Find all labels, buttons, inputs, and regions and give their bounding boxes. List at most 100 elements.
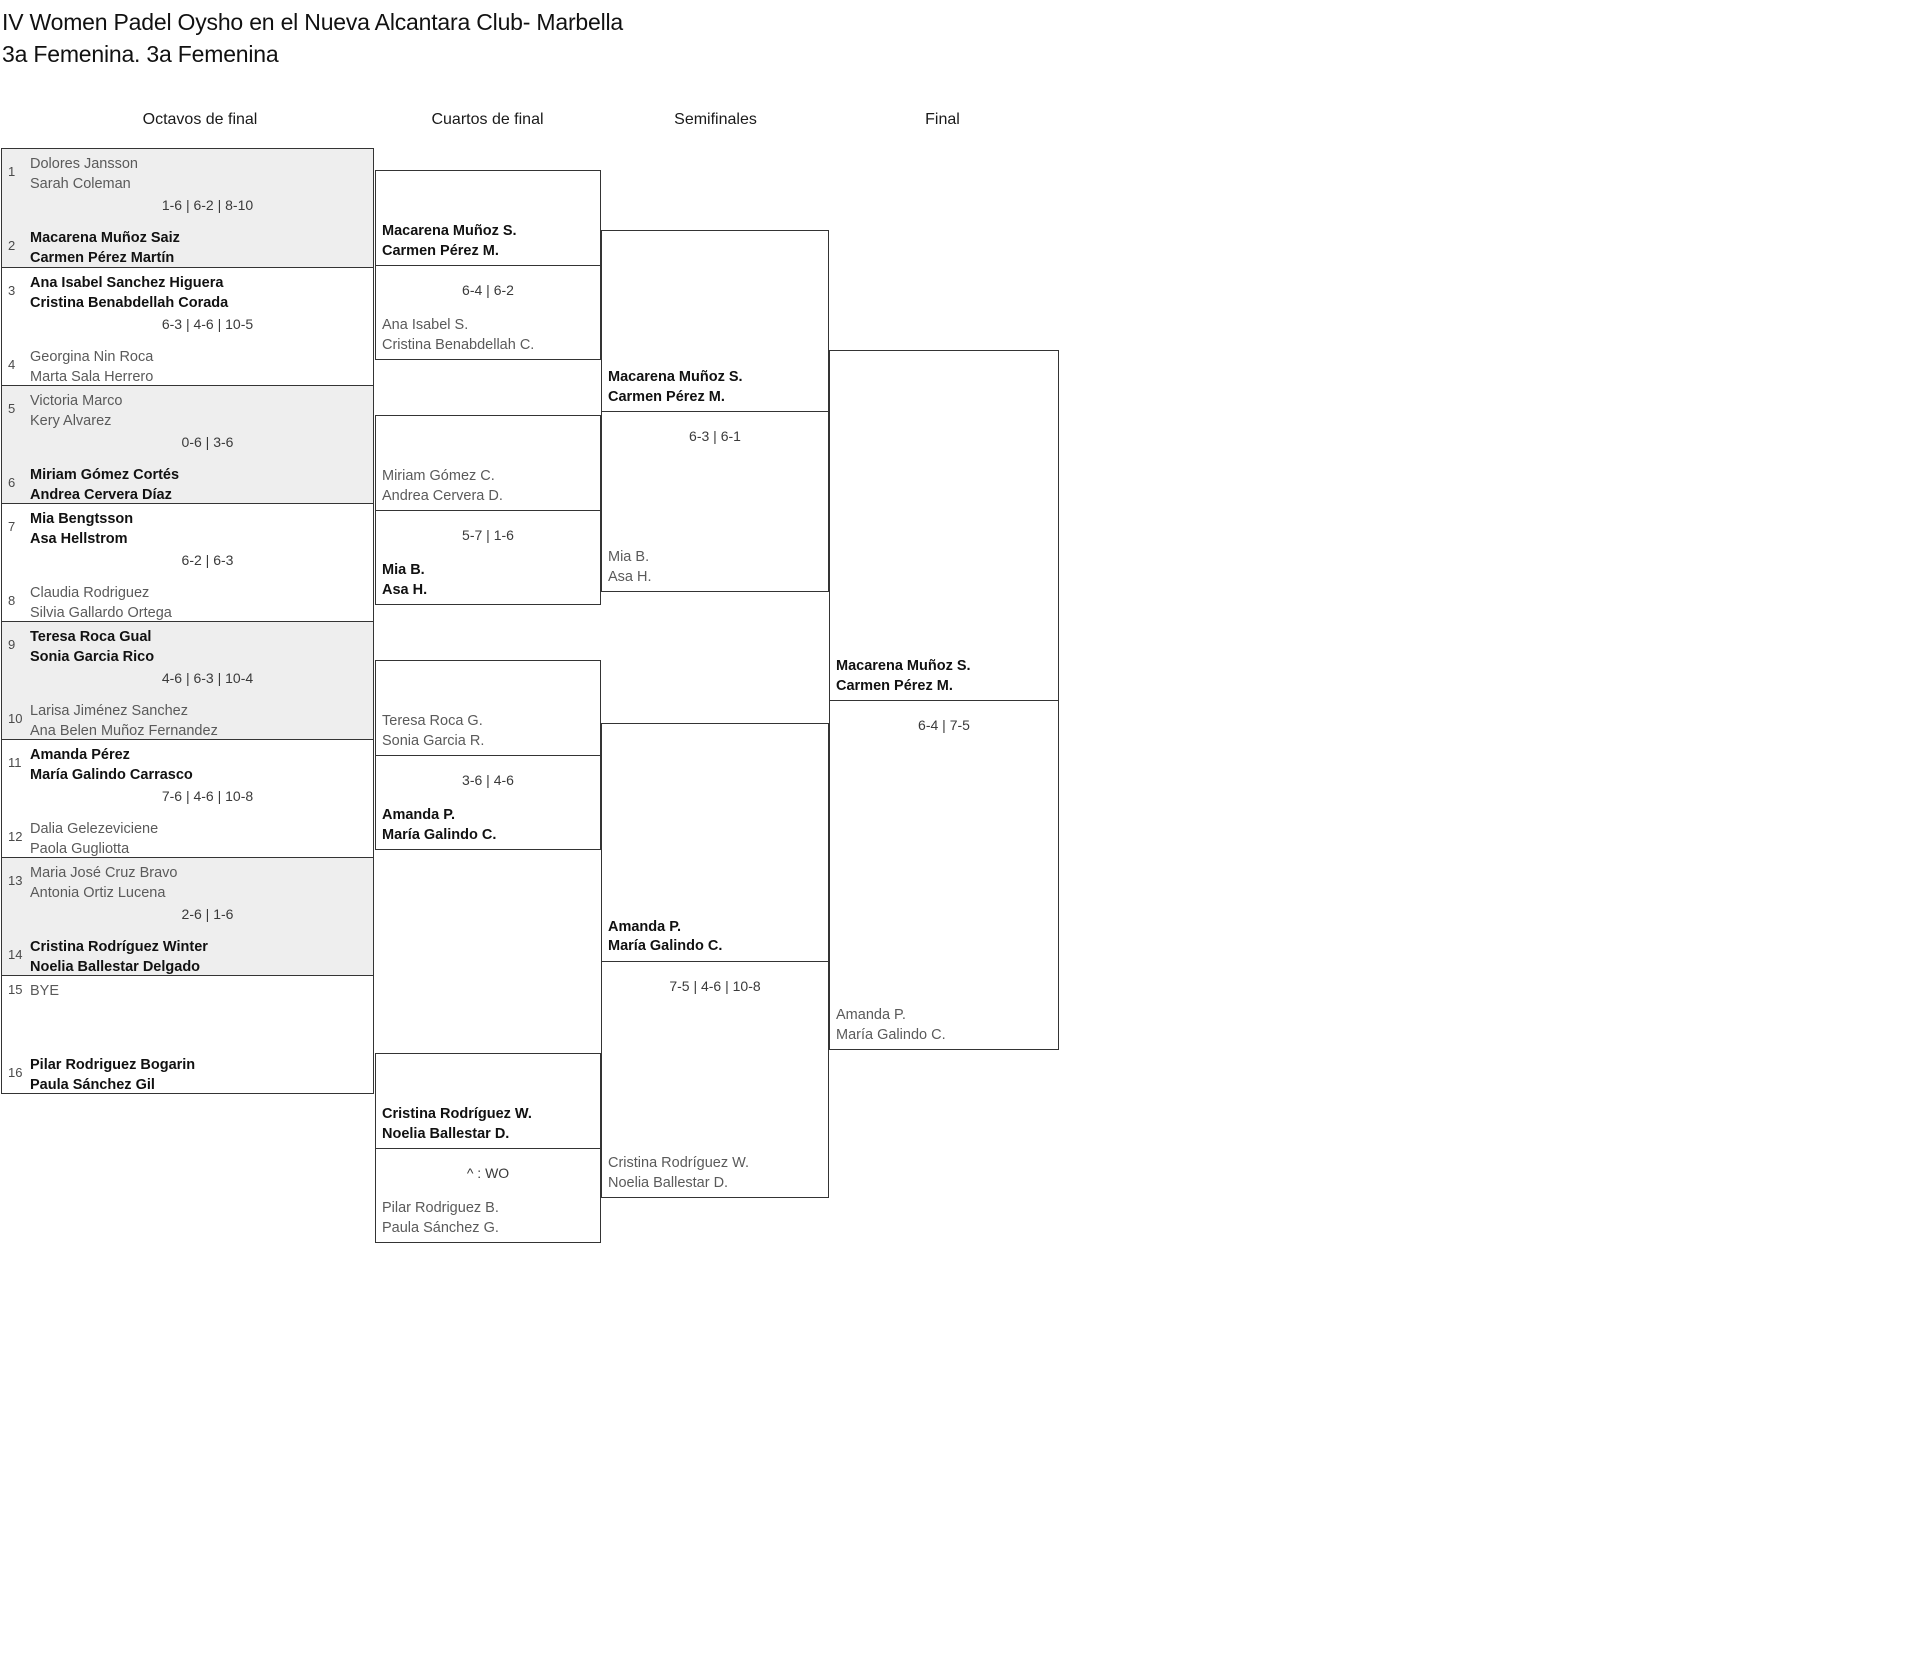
round3-top-slot[interactable]: Macarena Muñoz S. Carmen Pérez M. bbox=[602, 231, 828, 412]
player-name: Miriam Gómez C. bbox=[382, 468, 495, 484]
player-name: Macarena Muñoz S. bbox=[608, 369, 743, 385]
player-name: Georgina Nin Roca bbox=[30, 349, 154, 365]
player-name: Sarah Coleman bbox=[30, 175, 131, 192]
seed-number: 1 bbox=[8, 164, 16, 179]
player-name: Sonia Garcia Rico bbox=[30, 648, 155, 665]
team-name-block: Amanda P.María Galindo C. bbox=[608, 918, 722, 957]
round2-top-slot[interactable]: Macarena Muñoz S.Carmen Pérez M. bbox=[376, 171, 600, 266]
page-title: IV Women Padel Oysho en el Nueva Alcanta… bbox=[2, 6, 1202, 70]
team-name-block: Macarena Muñoz S. Carmen Pérez M. bbox=[608, 368, 743, 407]
seed-number: 8 bbox=[8, 593, 16, 608]
round2-top-slot[interactable]: Miriam Gómez C. Andrea Cervera D. bbox=[376, 416, 600, 511]
player-name: Andrea Cervera D. bbox=[382, 487, 503, 504]
player-name: Carmen Pérez M. bbox=[836, 677, 953, 694]
player-name: Carmen Pérez M. bbox=[608, 388, 725, 405]
player-name: Cristina Rodríguez W. bbox=[382, 1106, 532, 1122]
player-name: Marta Sala Herrero bbox=[30, 368, 154, 385]
round2-match[interactable]: Macarena Muñoz S.Carmen Pérez M.Ana Isab… bbox=[375, 170, 601, 360]
round2-top-slot[interactable]: Teresa Roca G. Sonia Garcia R. bbox=[376, 661, 600, 756]
player-name: María Galindo Carrasco bbox=[30, 766, 193, 783]
round2-bottom-slot[interactable]: Mia B. Asa H. 5-7 | 1-6 bbox=[376, 509, 600, 604]
round4-bottom-slot[interactable]: Amanda P.María Galindo C.6-4 | 7-5 bbox=[830, 699, 1058, 1049]
round2-bottom-slot[interactable]: Pilar Rodriguez B.Paula Sánchez G.^ : WO bbox=[376, 1147, 600, 1242]
seed-number: 12 bbox=[8, 829, 23, 844]
team-name-block: Ana Isabel S.Cristina Benabdellah C. bbox=[382, 316, 534, 355]
round2-match[interactable]: Miriam Gómez C. Andrea Cervera D. Mia B. As… bbox=[375, 415, 601, 605]
player-name: Pilar Rodriguez B. bbox=[382, 1200, 499, 1216]
player-name: Miriam Gómez Cortés bbox=[30, 467, 180, 483]
match-score: 1-6 | 6-2 | 8-10 bbox=[161, 197, 254, 213]
player-name: Asa H. bbox=[608, 568, 652, 585]
seed-number: 16 bbox=[8, 1065, 23, 1080]
round2-bottom-slot[interactable]: Amanda P.María Galindo C.3-6 | 4-6 bbox=[376, 754, 600, 849]
round3-top-slot[interactable]: Amanda P.María Galindo C. bbox=[602, 724, 828, 962]
player-name: Amanda P. bbox=[836, 1007, 906, 1023]
seed-number: 11 bbox=[8, 755, 22, 770]
match-score: 7-6 | 4-6 | 10-8 bbox=[161, 788, 254, 804]
player-name: Paula Sánchez Gil bbox=[30, 1076, 155, 1093]
round-header-octavos: Octavos de final bbox=[142, 111, 258, 128]
round2-match[interactable]: Cristina Rodríguez W.Noelia Ballestar D.… bbox=[375, 1053, 601, 1243]
player-name: Silvia Gallardo Ortega bbox=[30, 604, 172, 621]
round2-top-slot[interactable]: Cristina Rodríguez W.Noelia Ballestar D. bbox=[376, 1054, 600, 1149]
round4-match[interactable]: Macarena Muñoz S.Carmen Pérez M.Amanda P… bbox=[829, 350, 1059, 1050]
round2-bottom-slot[interactable]: Ana Isabel S.Cristina Benabdellah C. 6-4 … bbox=[376, 264, 600, 359]
player-name: Asa Hellstrom bbox=[30, 530, 128, 547]
player-name: BYE bbox=[30, 983, 60, 999]
round2-match[interactable]: Teresa Roca G. Sonia Garcia R. Amanda P.Ma… bbox=[375, 660, 601, 850]
round3-bottom-slot[interactable]: Mia B.Asa H.6-3 | 6-1 bbox=[602, 410, 828, 591]
player-name: Cristina Rodríguez W. bbox=[608, 1155, 750, 1171]
round3-bottom-slot[interactable]: Cristina Rodríguez W.Noelia Ballestar D.… bbox=[602, 960, 828, 1198]
player-name: Mia B. bbox=[382, 562, 425, 578]
seed-number: 9 bbox=[8, 637, 16, 652]
round3-match[interactable]: Macarena Muñoz S.Carmen Pérez M.Mia B.As… bbox=[601, 230, 829, 592]
match-score: 4-6 | 6-3 | 10-4 bbox=[161, 670, 254, 686]
player-name: Amanda P. bbox=[382, 807, 456, 823]
match-score: 2-6 | 1-6 bbox=[181, 906, 234, 922]
seed-number: 14 bbox=[8, 947, 23, 962]
round-header-final: Final bbox=[925, 111, 960, 128]
match-score: 6-3 | 6-1 bbox=[689, 428, 741, 444]
player-name: Ana Isabel Sanchez Higuera bbox=[30, 275, 224, 291]
match-score: 5-7 | 1-6 bbox=[462, 527, 514, 543]
team-name-block: Mia B. Asa H. bbox=[382, 561, 427, 600]
player-name: Dolores Jansson bbox=[30, 156, 138, 172]
player-name: Amanda Pérez bbox=[30, 747, 130, 763]
player-name: Sonia Garcia R. bbox=[382, 732, 485, 749]
player-name: Claudia Rodriguez bbox=[30, 585, 150, 601]
match-score: 6-4 | 6-2 bbox=[462, 282, 514, 298]
player-name: Kery Alvarez bbox=[30, 412, 112, 429]
player-name: Amanda P. bbox=[608, 918, 682, 935]
player-name: Asa H. bbox=[382, 581, 428, 598]
round3-match[interactable]: Amanda P.María Galindo C.Cristina Rodríg… bbox=[601, 723, 829, 1198]
round4-top-slot[interactable]: Macarena Muñoz S.Carmen Pérez M. bbox=[830, 351, 1058, 701]
player-name: Teresa Roca G. bbox=[382, 713, 483, 729]
match-score bbox=[2, 1018, 373, 1050]
